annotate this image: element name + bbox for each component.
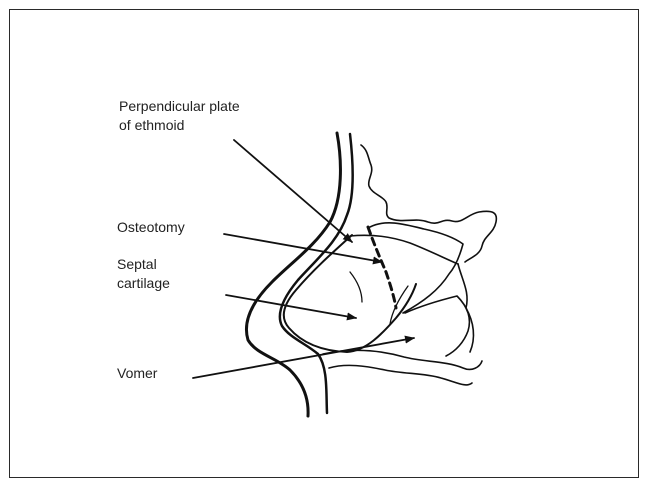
arrow-perpendicular-plate <box>234 140 352 242</box>
label-perpendicular-plate-line2: of ethmoid <box>119 116 240 135</box>
nose-outer-profile <box>246 133 340 416</box>
label-vomer-text: Vomer <box>117 364 157 383</box>
osteotomy-line <box>368 227 396 308</box>
arrow-osteotomy <box>224 234 382 262</box>
label-vomer: Vomer <box>117 364 157 383</box>
vomer-outline <box>405 296 469 356</box>
label-osteotomy-text: Osteotomy <box>117 218 185 237</box>
posterior-wall <box>458 264 473 352</box>
label-septal-line1: Septal <box>117 255 170 274</box>
label-perpendicular-plate: Perpendicular plate of ethmoid <box>119 97 240 135</box>
internal-line <box>350 272 362 302</box>
nasal-bone-contour <box>361 145 496 262</box>
palate-line <box>323 350 482 369</box>
label-septal-line2: cartilage <box>117 274 170 293</box>
label-perpendicular-plate-line1: Perpendicular plate <box>119 97 240 116</box>
label-septal-cartilage: Septal cartilage <box>117 255 170 293</box>
maxilla-line <box>329 365 472 385</box>
arrow-septal-cartilage <box>226 295 356 318</box>
label-osteotomy: Osteotomy <box>117 218 185 237</box>
